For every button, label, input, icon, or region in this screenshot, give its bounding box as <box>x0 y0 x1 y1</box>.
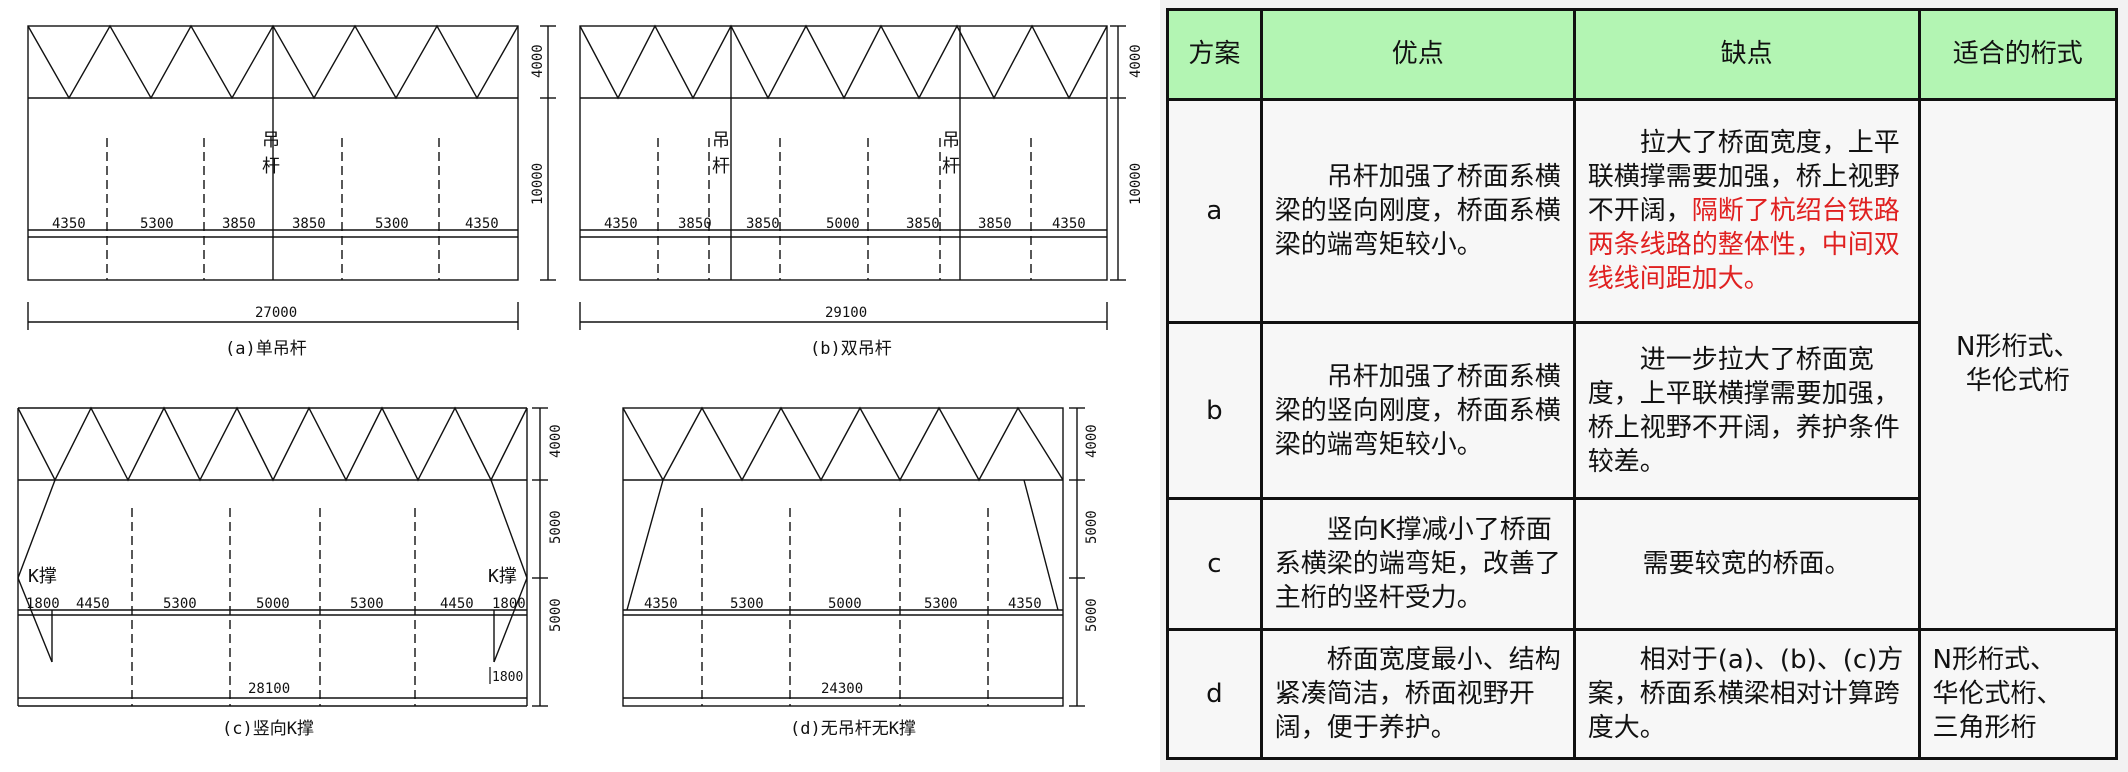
diagram-c <box>17 406 548 707</box>
diagram-d-caption: (d)无吊杆无K撑 <box>790 719 916 739</box>
span-label: 5000 <box>826 216 860 232</box>
span-label: 5300 <box>140 216 174 232</box>
height-label: 4000 <box>530 44 546 78</box>
diagram-d <box>622 406 1085 707</box>
height-label: 5000 <box>548 510 564 544</box>
truss-cell-abc: N形桁式、 华伦式桁 <box>1917 97 2119 631</box>
scheme-cell: a <box>1166 97 1263 325</box>
span-label: 5000 <box>828 596 862 612</box>
span-label: 1800 <box>492 596 526 612</box>
height-label: 10000 <box>1128 163 1144 205</box>
diagram-a-hanger-label: 吊杆 <box>262 130 280 177</box>
span-label: 3850 <box>978 216 1012 232</box>
k-brace-label-right: K撑 <box>488 566 517 587</box>
span-label: 4350 <box>1052 216 1086 232</box>
diagram-b-caption: (b)双吊杆 <box>810 339 892 359</box>
cons-cell: 进一步拉大了桥面宽度，上平联横撑需要加强，桥上视野不开阔，养护条件较差。 <box>1572 321 1921 500</box>
span-label: 4450 <box>76 596 110 612</box>
span-label: 4350 <box>1008 596 1042 612</box>
span-label: 5300 <box>350 596 384 612</box>
height-label: 4000 <box>548 424 564 458</box>
diagram-c-bottom-dim: 1800 <box>489 667 523 685</box>
pros-cell: 桥面宽度最小、结构紧凑简洁，桥面视野开阔，便于养护。 <box>1259 627 1576 761</box>
pros-cell: 吊杆加强了桥面系横梁的竖向刚度，桥面系横梁的端弯矩较小。 <box>1259 321 1576 500</box>
height-label: 5000 <box>1084 598 1100 632</box>
header-scheme: 方案 <box>1166 8 1263 101</box>
span-label: 5300 <box>375 216 409 232</box>
diagram-c-caption: (c)竖向K撑 <box>222 719 314 739</box>
height-label: 5000 <box>1084 510 1100 544</box>
span-label: 4350 <box>644 596 678 612</box>
height-label: 4000 <box>1128 44 1144 78</box>
total-width-label: 27000 <box>255 305 297 321</box>
k-brace-label-left: K撑 <box>28 566 57 587</box>
span-label: 5000 <box>256 596 290 612</box>
table-row: a 吊杆加强了桥面系横梁的竖向刚度，桥面系横梁的端弯矩较小。 拉大了桥面宽度，上… <box>1166 97 2119 631</box>
span-label: 3850 <box>906 216 940 232</box>
diagram-b-hanger-label: 吊杆 <box>712 130 730 177</box>
diagram-c-labels: K撑 K撑 1800 4450 5300 5000 5300 4450 1800… <box>26 424 564 739</box>
table-row: d 桥面宽度最小、结构紧凑简洁，桥面视野开阔，便于养护。 相对于(a)、(b)、… <box>1166 627 2119 761</box>
scheme-comparison-table: 方案 优点 缺点 适合的桁式 a 吊杆加强了桥面系横梁的竖向刚度，桥面系横梁的端… <box>1166 8 2119 761</box>
total-width-label: 29100 <box>825 305 867 321</box>
cons-cell: 相对于(a)、(b)、(c)方案，桥面系横梁相对计算跨度大。 <box>1572 627 1921 761</box>
truss-cross-section-diagrams: 吊杆 4350 5300 3850 3850 5300 4350 27000 4… <box>0 0 1160 772</box>
diagram-a <box>27 24 556 330</box>
cons-cell: 拉大了桥面宽度，上平联横撑需要加强，桥上视野不开阔，隔断了杭绍台铁路两条线路的整… <box>1572 97 1921 325</box>
total-width-label: 28100 <box>248 681 290 697</box>
pros-cell: 吊杆加强了桥面系横梁的竖向刚度，桥面系横梁的端弯矩较小。 <box>1259 97 1576 325</box>
cons-cell: 需要较宽的桥面。 <box>1572 496 1921 631</box>
span-label: 3850 <box>678 216 712 232</box>
span-label: 3850 <box>292 216 326 232</box>
total-width-label: 24300 <box>821 681 863 697</box>
span-label: 3850 <box>222 216 256 232</box>
span-label: 4350 <box>604 216 638 232</box>
header-truss: 适合的桁式 <box>1917 8 2119 101</box>
diagram-a-caption: (a)单吊杆 <box>225 339 307 359</box>
table-header-row: 方案 优点 缺点 适合的桁式 <box>1166 8 2119 101</box>
span-label: 1800 <box>26 596 60 612</box>
scheme-cell: c <box>1166 496 1263 631</box>
span-label: 4350 <box>465 216 499 232</box>
diagram-b-labels: 吊杆 吊杆 4350 3850 3850 5000 3850 3850 4350… <box>604 44 1144 359</box>
table-row: c 竖向K撑减小了桥面系横梁的端弯矩，改善了主桁的竖杆受力。 需要较宽的桥面。 <box>1166 496 2117 631</box>
header-pros: 优点 <box>1259 8 1576 101</box>
height-label: 5000 <box>548 598 564 632</box>
span-label: 5300 <box>163 596 197 612</box>
cons-text: 拉大了桥面宽度，上平联横撑需要加强，桥上视野不开阔， <box>1587 128 1900 227</box>
span-label: 5300 <box>730 596 764 612</box>
scheme-cell: b <box>1166 321 1263 500</box>
height-label: 4000 <box>1084 424 1100 458</box>
height-label: 10000 <box>530 163 546 205</box>
span-label: 4450 <box>440 596 474 612</box>
diagram-b <box>579 24 1126 330</box>
span-label: 3850 <box>746 216 780 232</box>
scheme-cell: d <box>1166 627 1263 761</box>
diagram-d-labels: 4350 5300 5000 5300 4350 24300 4000 5000… <box>644 424 1100 739</box>
bottom-dim-label: 1800 <box>492 670 523 685</box>
diagram-b-hanger-label: 吊杆 <box>942 130 960 177</box>
header-cons: 缺点 <box>1572 8 1921 101</box>
span-label: 5300 <box>924 596 958 612</box>
truss-cell-d: N形桁式、 华伦式桁、 三角形桁 <box>1917 627 2119 761</box>
diagram-a-labels: 吊杆 4350 5300 3850 3850 5300 4350 27000 4… <box>52 44 546 359</box>
span-label: 4350 <box>52 216 86 232</box>
table-row: b 吊杆加强了桥面系横梁的竖向刚度，桥面系横梁的端弯矩较小。 进一步拉大了桥面宽… <box>1166 321 2117 500</box>
pros-cell: 竖向K撑减小了桥面系横梁的端弯矩，改善了主桁的竖杆受力。 <box>1259 496 1576 631</box>
cons-highlight-text: 隔断了杭绍台铁路两条线路的整体性，中间双线线间距加大。 <box>1587 196 1900 295</box>
